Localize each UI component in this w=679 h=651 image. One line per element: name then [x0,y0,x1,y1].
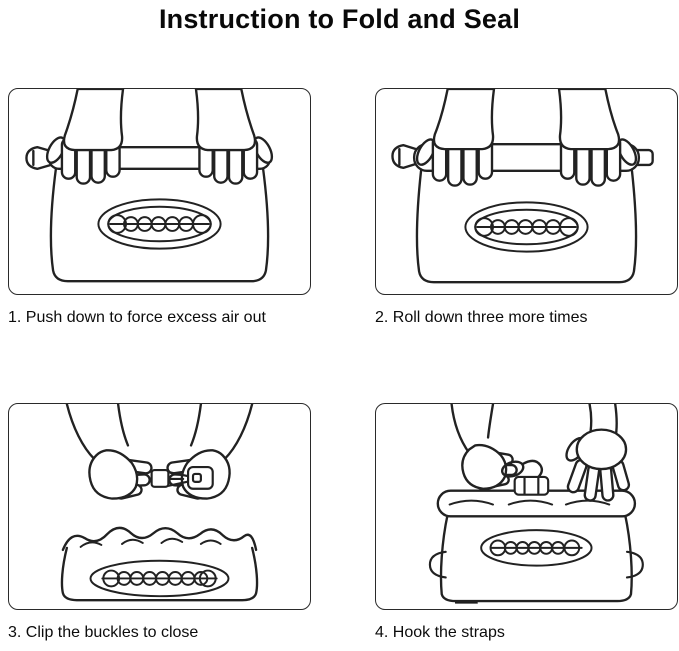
steps-grid: 1. Push down to force excess air out [8,88,678,642]
left-hand [450,404,518,490]
step-1: 1. Push down to force excess air out [8,88,311,327]
right-hand [194,89,274,185]
hands-rolling-drybag-top-icon [391,89,654,284]
bag-body [415,169,638,284]
left-hand [415,89,496,187]
hands-pressing-rolled-drybag-top-icon [25,89,274,283]
step-3-panel [8,403,311,610]
male-buckle [150,468,170,488]
left-side-loop [428,550,447,579]
step-4: 4. Hook the straps [375,403,678,642]
step-1-caption: 1. Push down to force excess air out [8,309,266,326]
step-1-panel [8,88,311,295]
valve-emblem [97,198,222,250]
step-2-panel [375,88,678,295]
step-2-caption: 2. Roll down three more times [375,309,588,326]
hands-clipping-side-buckles-icon [60,404,259,602]
clipped-buckle [513,475,550,496]
step-3: 3. Clip the buckles to close [8,403,311,642]
right-hand [557,89,638,187]
left-hand [65,404,153,500]
step-2: 2. Roll down three more times [375,88,678,327]
bag-body [49,166,270,283]
valve-emblem [480,529,593,567]
male-buckle-prongs [167,470,189,487]
left-hand [45,89,125,185]
valve-emblem [464,201,589,253]
crumpled-roll [61,526,258,552]
left-buckle [391,143,418,170]
bag-body [60,546,259,602]
step-4-panel [375,403,678,610]
right-side-loop [625,550,644,579]
page-title: Instruction to Fold and Seal [158,4,521,34]
hook [500,459,544,479]
step-3-caption: 3. Clip the buckles to close [8,624,199,641]
step-4-caption: 4. Hook the straps [375,624,505,641]
right-hand [565,404,631,502]
hand-hooking-strap-to-buckle-icon [428,404,644,604]
valve-emblem [89,559,230,598]
bag-body [439,513,633,603]
